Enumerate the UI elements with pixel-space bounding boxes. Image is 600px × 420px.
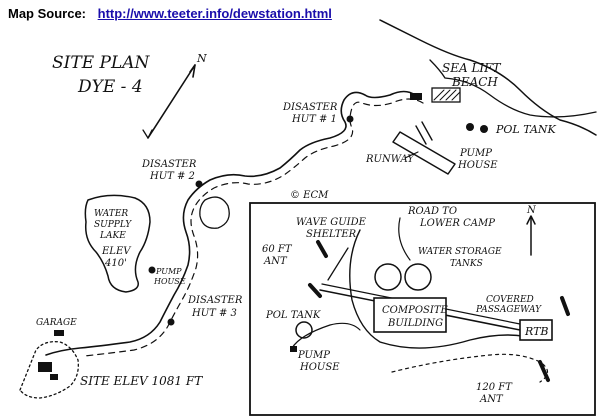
coastline-outer <box>379 19 597 136</box>
pump-house-label1: PUMP <box>459 148 492 159</box>
rtb-label: RTB <box>524 325 549 338</box>
covered-label2: PASSAGEWAY <box>475 305 542 315</box>
map-source-label: Map Source: <box>8 6 87 21</box>
inset-pump-house-marker <box>290 346 297 352</box>
map-source-caption: Map Source: http://www.teeter.info/dewst… <box>8 6 332 21</box>
water-tank-2 <box>404 263 432 291</box>
disaster-hut-3-label1: DISASTER <box>187 295 243 306</box>
disaster-hut-1-label1: DISASTER <box>282 102 338 113</box>
disaster-hut-3-label2: HUT # 3 <box>191 308 237 319</box>
runway <box>392 121 456 175</box>
ant-120-label2: ANT <box>479 394 504 405</box>
disaster-hut-3-marker <box>167 318 175 326</box>
antenna-60ft-lower-icon <box>308 283 322 298</box>
inset-north-arrow-icon: N <box>526 205 537 256</box>
main-road-edge <box>83 98 424 357</box>
lake-pump-label1: PUMP <box>155 267 182 276</box>
garage-marker <box>54 330 64 336</box>
water-tanks-label1: WATER STORAGE <box>418 247 502 257</box>
north-arrow-icon: N <box>142 52 207 139</box>
water-supply-label1: WATER <box>94 209 128 219</box>
inset-perimeter-road <box>349 229 541 349</box>
disaster-hut-2-label2: HUT # 2 <box>149 171 195 182</box>
water-supply-lake <box>84 194 151 293</box>
garage-label: GARAGE <box>36 318 77 328</box>
inset-pump-label2: HOUSE <box>299 362 340 373</box>
water-tank-1 <box>374 263 402 291</box>
lake-pump-house-marker <box>148 266 156 274</box>
pump-house-label2: HOUSE <box>457 160 498 171</box>
map-title-line1: SITE PLAN <box>52 53 151 73</box>
road-lower-label2: LOWER CAMP <box>419 218 495 229</box>
water-tanks-label2: TANKS <box>450 259 483 269</box>
ant-120-label1: 120 FT <box>476 382 513 393</box>
road-lower-label1: ROAD TO <box>407 206 457 217</box>
disaster-hut-2-label1: DISASTER <box>141 159 197 170</box>
site-building <box>38 362 52 372</box>
disaster-hut-1-marker <box>346 115 354 123</box>
pol-tank-marker <box>466 123 474 131</box>
rtb-building <box>519 319 553 341</box>
small-pond <box>199 196 230 229</box>
ant-60-label1: 60 FT <box>262 244 293 255</box>
copyright-label: © ECM <box>290 190 329 201</box>
wave-guide-label1: WAVE GUIDE <box>296 217 367 228</box>
antenna-rtb-icon <box>560 296 570 316</box>
lake-pump-label2: HOUSE <box>153 277 186 286</box>
ant-60-label2: ANT <box>263 256 288 267</box>
composite-label2: BUILDING <box>387 318 443 329</box>
inset-pol-tank <box>295 321 313 339</box>
composite-building <box>373 297 447 333</box>
inset-north-label: N <box>526 205 537 216</box>
inset-pol-tank-label: POL TANK <box>265 310 321 321</box>
north-label: N <box>196 52 207 65</box>
runway-label: RUNWAY <box>365 154 415 165</box>
lake-elev-label2: 410' <box>104 258 127 269</box>
disaster-hut-1-label2: HUT # 1 <box>291 114 337 125</box>
inset-pump-label1: PUMP <box>297 350 330 361</box>
pump-house-marker <box>480 125 488 133</box>
pol-tank-label: POL TANK <box>495 123 557 136</box>
site-elev-label: SITE ELEV 1081 FT <box>80 374 203 388</box>
disaster-hut-2-marker <box>195 180 203 188</box>
sea-lift-beach-label2: BEACH <box>451 75 498 89</box>
main-road <box>45 90 416 356</box>
water-supply-label3: LAKE <box>99 231 126 241</box>
covered-label1: COVERED <box>486 295 534 305</box>
antenna-60ft-upper-icon <box>316 240 328 258</box>
antenna-120ft-icon <box>538 360 550 382</box>
map-title-line2: DYE - 4 <box>77 77 143 97</box>
beach-structure <box>410 93 422 100</box>
wave-guide-label2: SHELTER <box>306 229 357 240</box>
lake-elev-label1: ELEV <box>101 246 132 257</box>
site-area <box>19 341 79 399</box>
sea-lift-beach-label1: SEA LIFT <box>442 61 501 75</box>
map-source-link[interactable]: http://www.teeter.info/dewstation.html <box>97 6 332 21</box>
site-building-2 <box>50 374 58 380</box>
inset-dotted-road <box>391 353 549 383</box>
composite-label1: COMPOSITE <box>382 305 448 316</box>
coastline-inner <box>429 59 597 118</box>
water-supply-label2: SUPPLY <box>94 220 132 230</box>
